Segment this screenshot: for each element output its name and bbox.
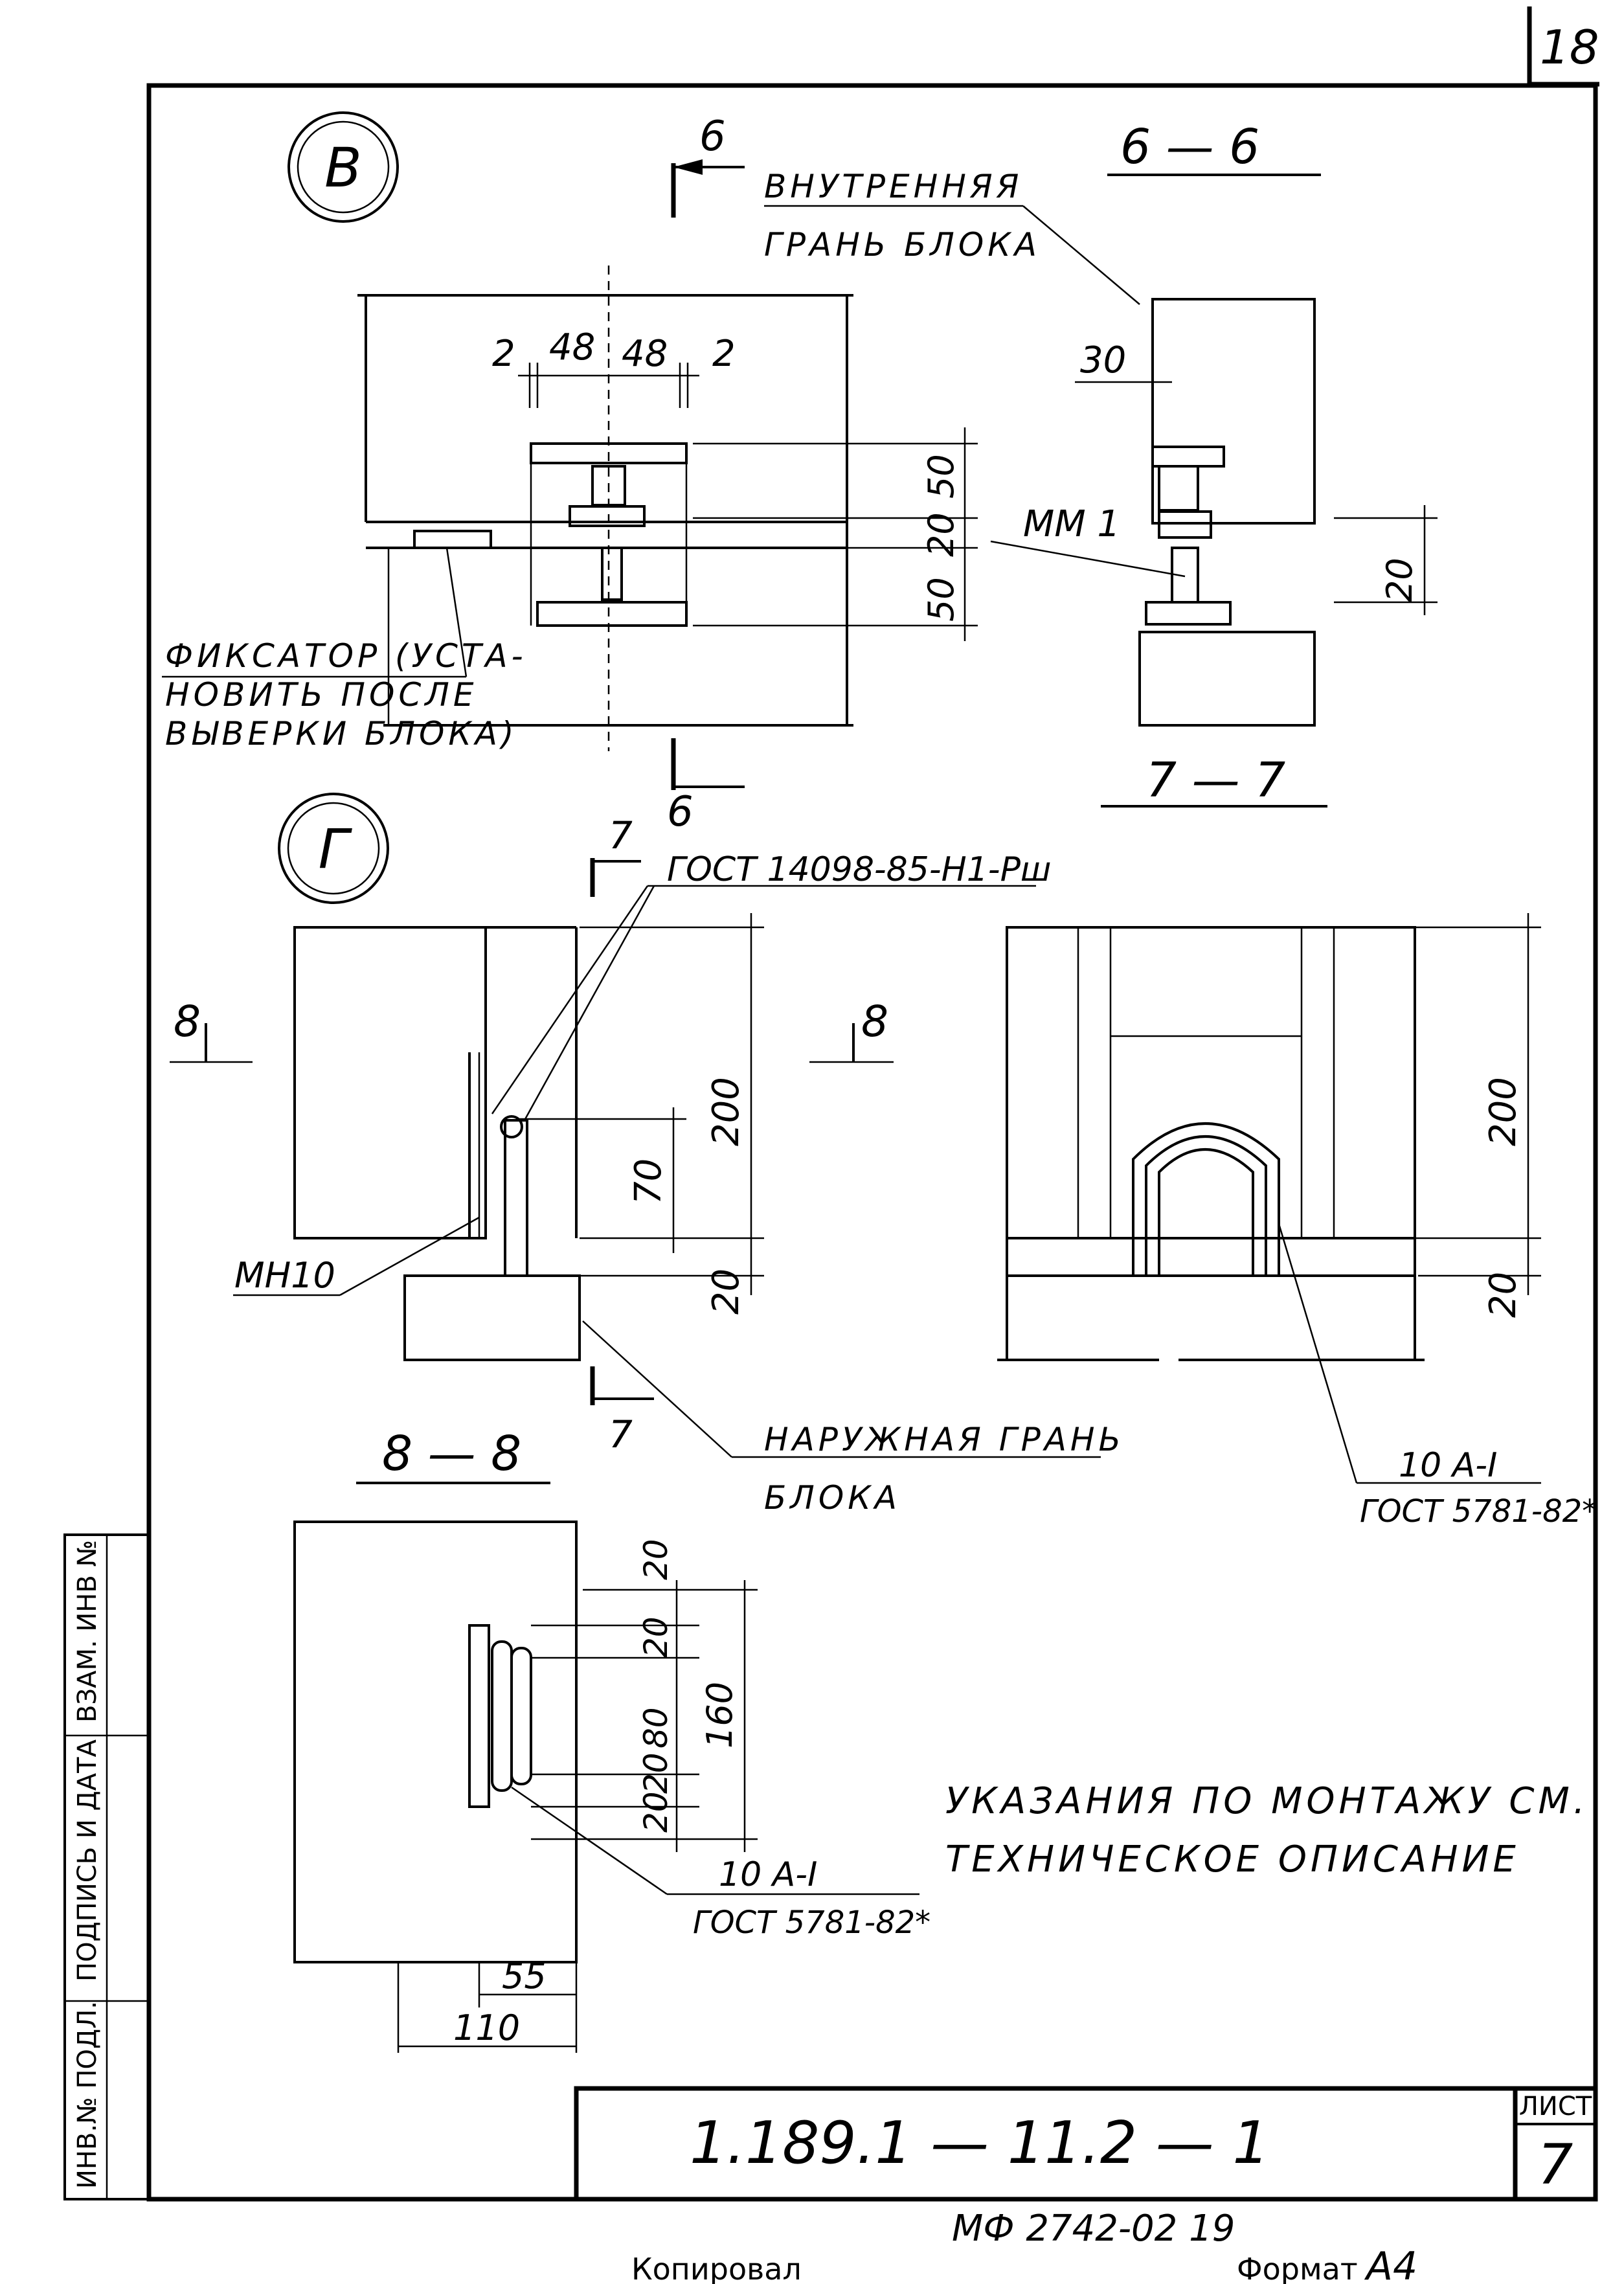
note-line-1: УКАЗАНИЯ ПО МОНТАЖУ СМ. xyxy=(945,1780,1589,1822)
callout-fixator-3: ВЫВЕРКИ БЛОКА) xyxy=(165,715,518,752)
section-title-6-6: 6 — 6 xyxy=(1120,119,1259,175)
callout-inner-face-2: ГРАНЬ БЛОКА xyxy=(764,226,1041,264)
dim-s88-r2: 20 xyxy=(637,1616,675,1658)
view-v: В 6 2 48 48 2 xyxy=(162,111,978,836)
note-line-2: ТЕХНИЧЕСКОЕ ОПИСАНИЕ xyxy=(945,1838,1520,1881)
dim-s66-30: 30 xyxy=(1080,339,1126,381)
callout-mn10: МН10 xyxy=(234,1255,335,1296)
stamp-side-label-1: ИНВ.№ ПОДЛ. xyxy=(73,2001,102,2189)
callout-rebar-right-1: 10 А-I xyxy=(1399,1446,1497,1485)
callout-inner-face-group: ВНУТРЕННЯЯ ГРАНЬ БЛОКА xyxy=(764,168,1140,305)
callout-gost-bolt: ГОСТ 14098-85-Н1-Рш xyxy=(667,850,1052,889)
dim-v-right-1: 50 xyxy=(921,454,962,499)
section-mark-8-left: 8 xyxy=(174,997,201,1046)
footer-format-label: Формат xyxy=(1237,2252,1358,2284)
view-g-circle xyxy=(278,793,389,904)
sheet-value: 7 xyxy=(1538,2132,1573,2197)
title-block: 1.189.1 — 11.2 — 1 ЛИСТ 7 xyxy=(574,2086,1598,2202)
section-mark-7-top: 7 xyxy=(609,813,633,857)
section-title-8-8: 8 — 8 xyxy=(382,1426,521,1482)
section-6-6: 6 — 6 30 20 ММ 1 xyxy=(990,119,1438,727)
callout-fixator-1: ФИКСАТОР (УСТА- xyxy=(165,637,527,675)
dim-s88-r5: 20 xyxy=(637,1791,675,1833)
section-mark-7-bottom: 7 xyxy=(609,1412,633,1456)
section-title-7-7: 7 — 7 xyxy=(1146,752,1285,808)
dim-g-20: 20 xyxy=(705,1269,747,1315)
dim-g-70: 70 xyxy=(627,1159,670,1204)
callout-rebar-bottom-2: ГОСТ 5781-82* xyxy=(693,1905,930,1941)
callout-rebar-right-2: ГОСТ 5781-82* xyxy=(1360,1493,1597,1530)
callout-rebar-bottom-1: 10 А-I xyxy=(719,1855,817,1894)
dim-v-top-4: 2 xyxy=(712,333,736,375)
callout-fixator-2: НОВИТЬ ПОСЛЕ xyxy=(165,676,477,714)
dim-s88-r1: 20 xyxy=(637,1539,675,1580)
section-8-8: 8 — 8 55 110 20 20 80 20 20 160 10 А-I Г… xyxy=(293,1426,930,2053)
dim-v-right-2: 20 xyxy=(921,512,962,557)
section-7-7-view: 200 20 10 А-I ГОСТ 5781-82* xyxy=(997,913,1597,1530)
footer-format-value: А4 xyxy=(1364,2244,1417,2284)
view-g: Г 7 ГОСТ 14098-85-Н1-Рш 200 70 20 8 8 xyxy=(170,793,1125,1517)
view-v-label: В xyxy=(324,136,362,199)
sheet-number: 18 xyxy=(1540,20,1599,74)
sheet-label: ЛИСТ xyxy=(1519,2092,1592,2121)
stamp-side-label-3: ВЗАМ. ИНВ № xyxy=(73,1540,102,1723)
dim-v-right-3: 50 xyxy=(921,577,962,622)
doc-code: 1.189.1 — 11.2 — 1 xyxy=(690,2109,1270,2177)
dim-g-200: 200 xyxy=(705,1077,747,1146)
dim-s88-55: 55 xyxy=(502,1956,547,1996)
section-mark-6-top: 6 xyxy=(699,113,726,161)
dim-s88-110: 110 xyxy=(453,2007,520,2048)
dim-v-top-1: 2 xyxy=(492,333,515,375)
dim-v-top-2: 48 xyxy=(549,326,595,368)
dim-s88-160: 160 xyxy=(699,1682,740,1748)
side-stamp: ИНВ.№ ПОДЛ. ПОДПИСЬ И ДАТА ВЗАМ. ИНВ № xyxy=(63,1533,150,2200)
section-mark-8-right: 8 xyxy=(861,997,888,1046)
callout-inner-face-1: ВНУТРЕННЯЯ xyxy=(764,168,1022,205)
dim-g2-20: 20 xyxy=(1482,1272,1524,1318)
view-g-label: Г xyxy=(319,817,353,881)
dim-s66-20: 20 xyxy=(1379,558,1420,602)
dim-s88-r4: 20 xyxy=(637,1752,675,1794)
footer-code: МФ 2742-02 19 xyxy=(952,2208,1235,2250)
view-v-circle xyxy=(288,111,399,223)
callout-outer-face-1: НАРУЖНАЯ ГРАНЬ xyxy=(764,1421,1125,1458)
dim-s88-r3: 80 xyxy=(637,1707,675,1748)
dim-g2-200: 200 xyxy=(1482,1077,1524,1146)
dim-v-top-3: 48 xyxy=(622,333,668,375)
footer-copied: Копировал xyxy=(631,2252,802,2284)
section-mark-6-bottom: 6 xyxy=(667,788,694,836)
callout-mm1: ММ 1 xyxy=(1023,503,1120,545)
callout-outer-face-2: БЛОКА xyxy=(764,1479,901,1517)
stamp-side-label-2: ПОДПИСЬ И ДАТА xyxy=(73,1739,102,1982)
